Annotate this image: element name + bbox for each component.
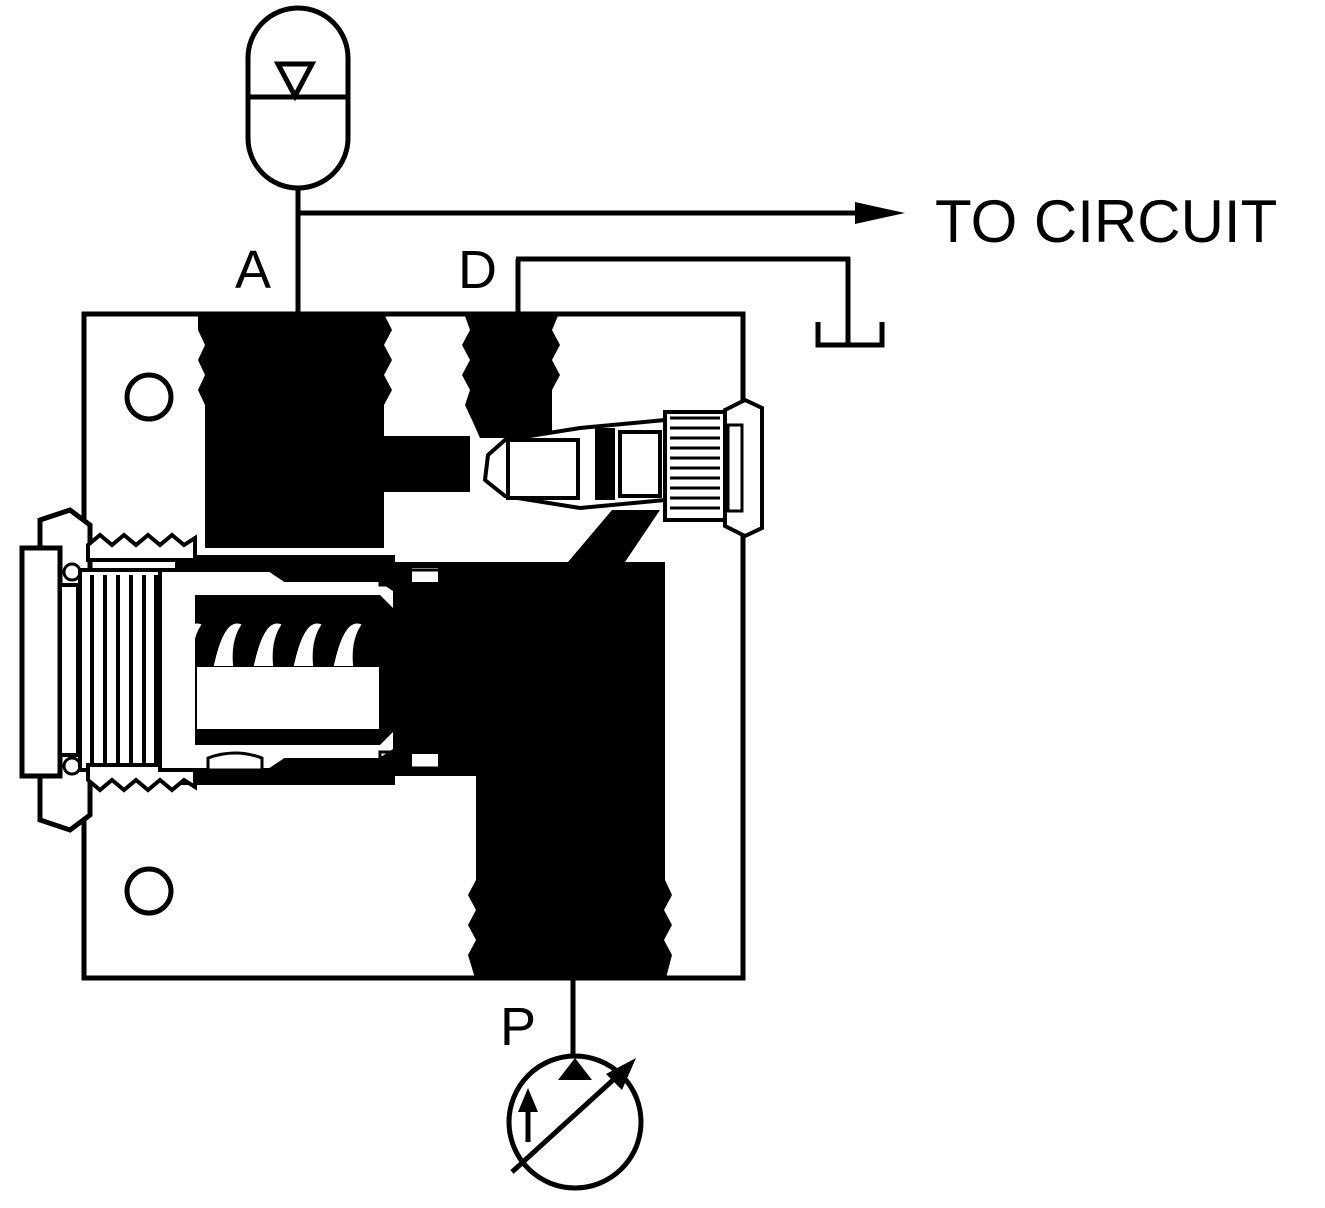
main-cartridge — [19, 507, 472, 833]
port-a-label: A — [235, 240, 271, 300]
arrow-right-icon — [855, 202, 905, 224]
mounting-hole-bottom — [124, 866, 174, 916]
adjustment-arrow-icon — [606, 1058, 636, 1090]
pilot-cartridge — [482, 397, 764, 539]
accumulator-symbol — [245, 5, 351, 191]
flow-up-arrow-icon — [518, 1088, 538, 1112]
port-d-label: D — [458, 240, 497, 300]
port-p-label: P — [500, 997, 536, 1057]
drain-line — [515, 256, 885, 348]
mounting-hole-top — [124, 372, 174, 422]
drain-channel — [568, 510, 660, 562]
circuit-line — [295, 188, 905, 314]
port-p-passage — [395, 562, 672, 978]
port-a-passage — [198, 316, 470, 548]
port-d-passage — [462, 316, 560, 438]
valve-body — [19, 311, 764, 981]
variable-displacement-pump-symbol — [506, 1053, 644, 1191]
tank-symbol — [815, 322, 885, 348]
to-circuit-label: TO CIRCUIT — [935, 188, 1277, 255]
accumulator-triangle-icon — [273, 61, 317, 102]
pump-triangle-icon — [558, 1058, 592, 1080]
